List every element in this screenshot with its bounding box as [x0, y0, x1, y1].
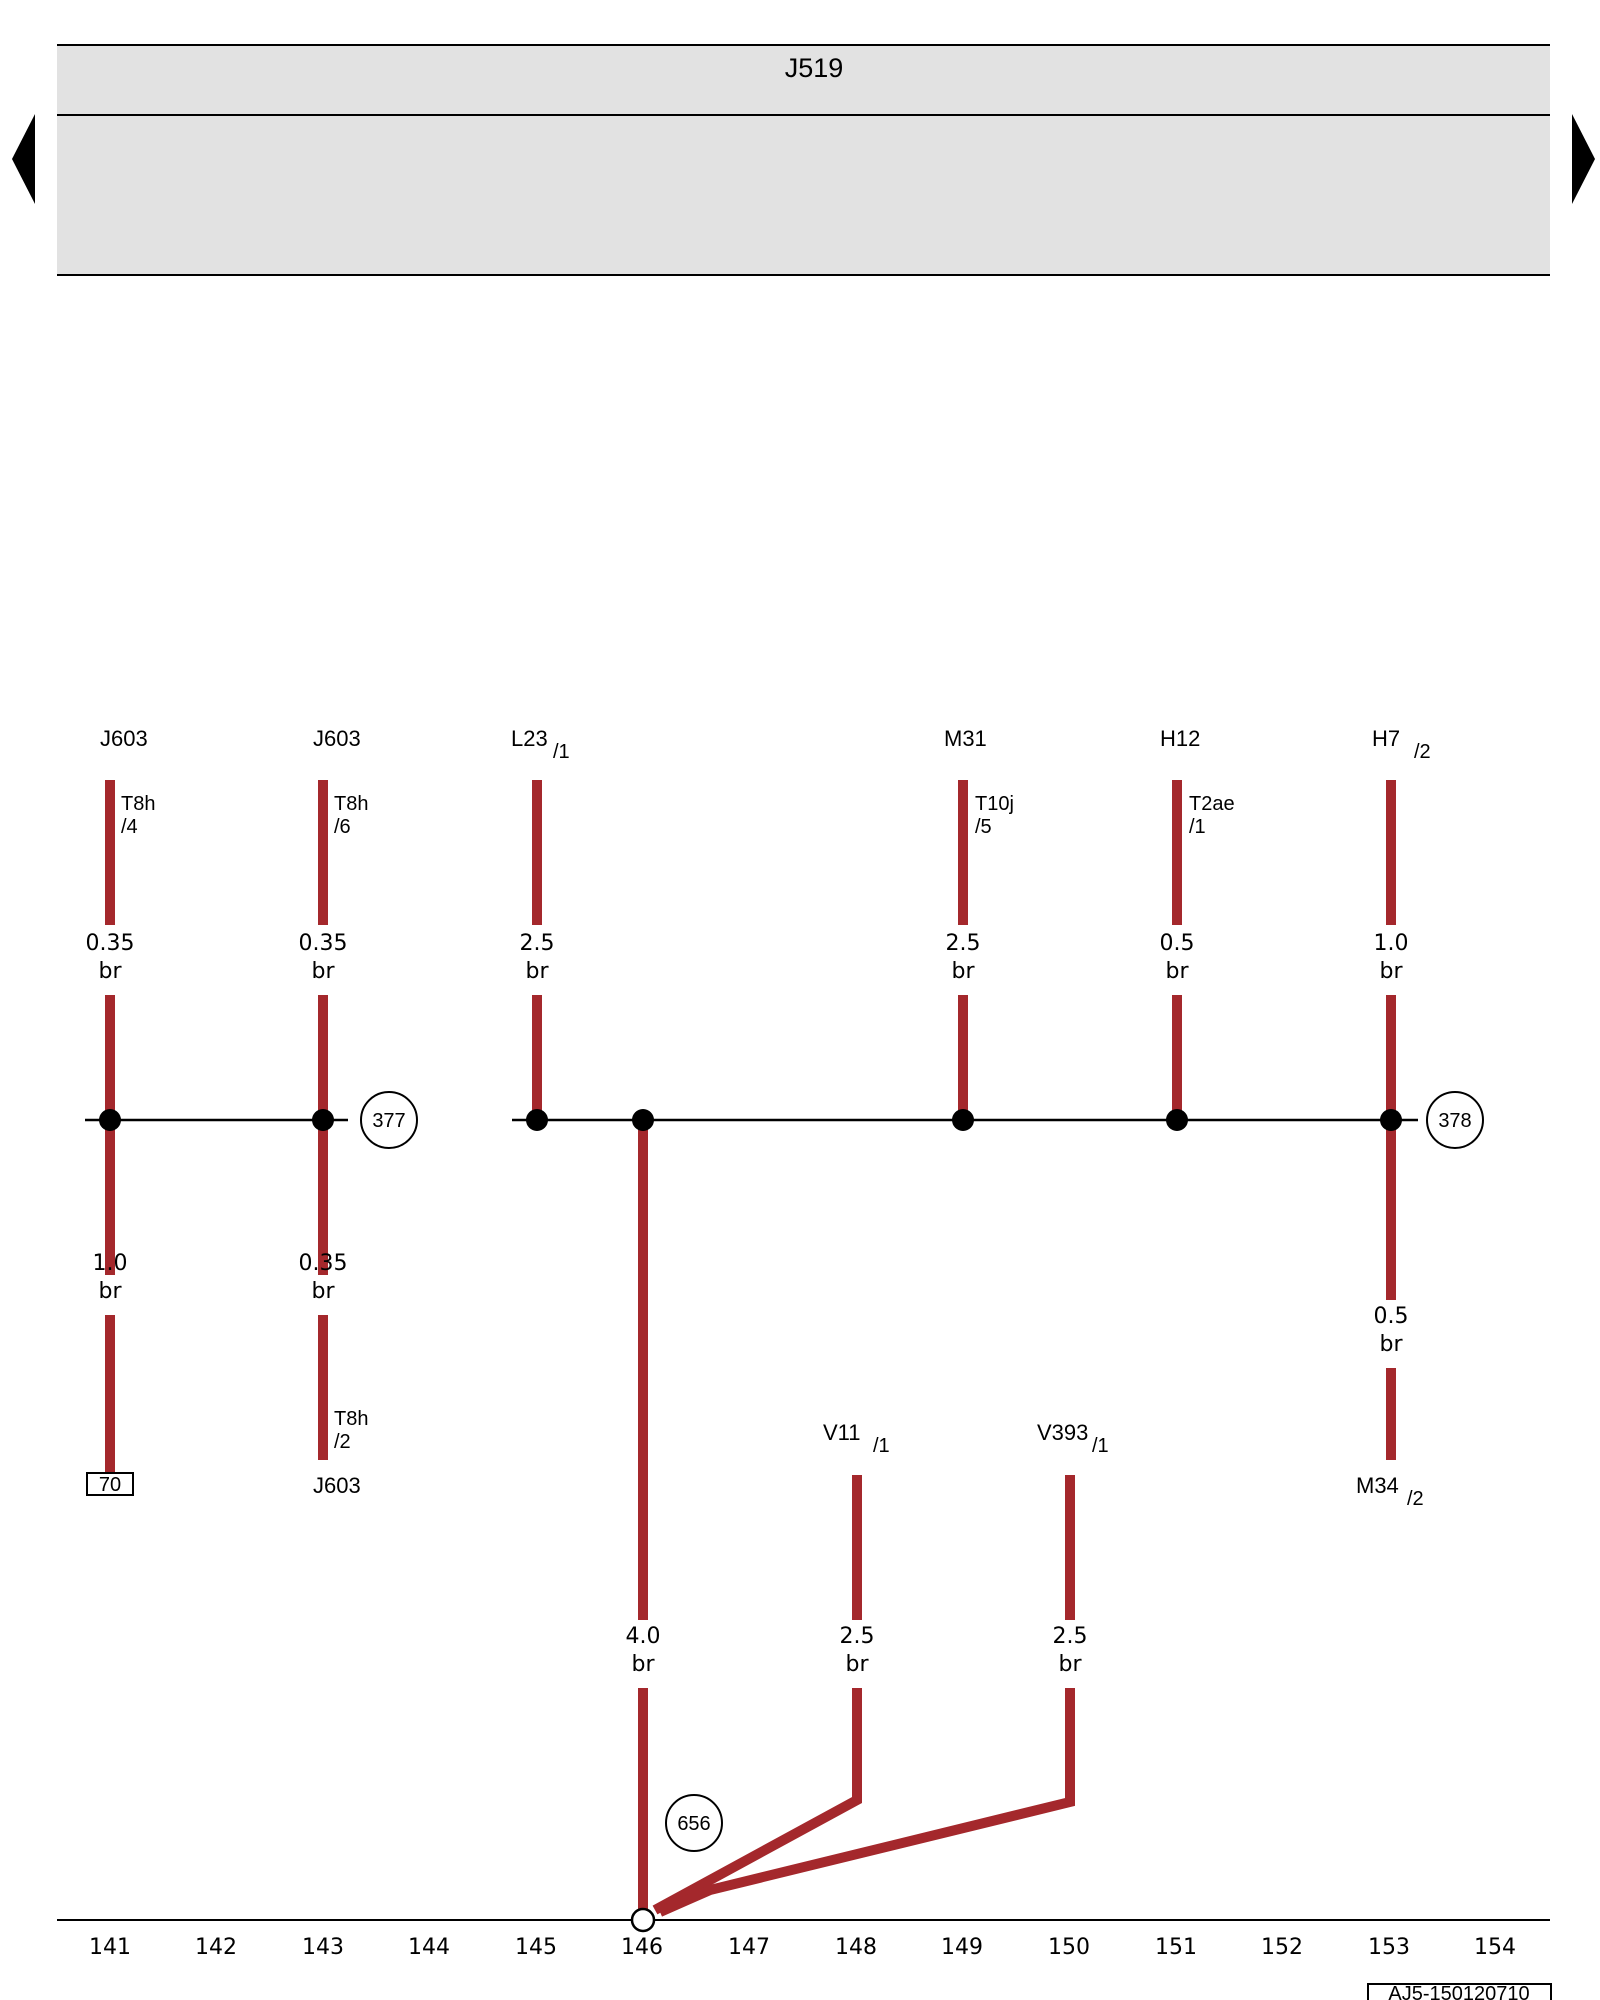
- column-number: 149: [941, 1935, 983, 1960]
- triangle-left-icon[interactable]: [12, 114, 35, 204]
- column-number: 150: [1048, 1935, 1090, 1960]
- wire-148-lower: [652, 1688, 862, 1915]
- triangle-right-icon[interactable]: [1572, 114, 1595, 204]
- column-number: 151: [1155, 1935, 1197, 1960]
- column-number: 141: [89, 1935, 131, 1960]
- wire-size-145-top: 2.5: [520, 931, 555, 956]
- diagram-code-box: AJ5-150120710: [1367, 1983, 1552, 2000]
- column-number: 153: [1368, 1935, 1410, 1960]
- pin-label-m34: /2: [1407, 1488, 1424, 1510]
- column-number: 148: [835, 1935, 877, 1960]
- component-label-h12: H12: [1160, 726, 1200, 751]
- connector-label-t10j: T10j: [975, 793, 1014, 815]
- wire-size-151-top: 0.5: [1160, 931, 1195, 956]
- connector-label-t8h-a: T8h: [121, 793, 155, 815]
- wire-size-146: 4.0: [626, 1624, 661, 1649]
- wire-color-150: br: [1058, 1652, 1082, 1677]
- component-label-j603-b: J603: [313, 726, 361, 751]
- connector-label-t8h-c: T8h: [334, 1408, 368, 1430]
- wire-color-153-bot: br: [1379, 1332, 1403, 1357]
- column-number: 142: [195, 1935, 237, 1960]
- component-label-m34: M34: [1356, 1473, 1399, 1498]
- junction-dots: [99, 1109, 1402, 1131]
- wire-color-143-top: br: [311, 959, 335, 984]
- wire-size-150: 2.5: [1053, 1624, 1088, 1649]
- wire-color-153-top: br: [1379, 959, 1403, 984]
- pin-label-v393: /1: [1092, 1435, 1109, 1457]
- wire-color-151-top: br: [1165, 959, 1189, 984]
- wire-group: [105, 780, 1396, 1917]
- wire-color-146: br: [631, 1652, 655, 1677]
- pin-label-v11: /1: [873, 1435, 890, 1457]
- component-label-j603-a: J603: [100, 726, 148, 751]
- ground-point-378-label: 378: [1438, 1110, 1471, 1132]
- component-label-l23: L23: [511, 726, 548, 751]
- diagram-code-label: AJ5-150120710: [1388, 1983, 1529, 2000]
- pin-label-l23: /1: [553, 741, 570, 763]
- ground-connection-point: [630, 1907, 656, 1933]
- wire-color-149-top: br: [951, 959, 975, 984]
- connector-label-t2ae: T2ae: [1189, 793, 1235, 815]
- wire-color-148: br: [845, 1652, 869, 1677]
- column-number: 143: [302, 1935, 344, 1960]
- pin-label-h7: /2: [1414, 741, 1431, 763]
- column-number: 145: [515, 1935, 557, 1960]
- wire-size-153-bot: 0.5: [1374, 1304, 1409, 1329]
- connector-label-t8h-b: T8h: [334, 793, 368, 815]
- component-label-h7: H7: [1372, 726, 1400, 751]
- wire-size-141-bot: 1.0: [93, 1251, 128, 1276]
- component-label-v11: V11: [823, 1420, 861, 1445]
- wire-size-143-bot: 0.35: [299, 1251, 348, 1276]
- wire-labels: 0.35 br 0.35 br 2.5 br 2.5 br 0.5 br 1.0…: [86, 931, 1409, 1677]
- control-unit-label: J519: [785, 53, 844, 83]
- column-number: 147: [728, 1935, 770, 1960]
- column-number: 154: [1474, 1935, 1516, 1960]
- column-number: 146: [621, 1935, 663, 1960]
- wire-size-153-top: 1.0: [1374, 931, 1409, 956]
- wire-size-143-top: 0.35: [299, 931, 348, 956]
- junction-dot: [526, 1109, 548, 1131]
- junction-dot: [312, 1109, 334, 1131]
- reference-box-70-label: 70: [99, 1474, 121, 1496]
- component-label-v393: V393: [1037, 1420, 1088, 1445]
- wire-color-141-bot: br: [98, 1279, 122, 1304]
- pin-label-t8h-c: /2: [334, 1431, 351, 1453]
- wire-150-lower: [657, 1688, 1075, 1917]
- ground-point-656-label: 656: [677, 1813, 710, 1835]
- junction-dot: [99, 1109, 121, 1131]
- junction-dot: [1166, 1109, 1188, 1131]
- junction-dot: [952, 1109, 974, 1131]
- ground-point-377-label: 377: [372, 1110, 405, 1132]
- component-label-j603-c: J603: [313, 1473, 361, 1498]
- pin-label-t8h-b: /6: [334, 816, 351, 838]
- ground-point-377[interactable]: 377: [360, 1091, 418, 1149]
- ground-point-378[interactable]: 378: [1426, 1091, 1484, 1149]
- junction-dot: [632, 1109, 654, 1131]
- ground-point-656[interactable]: 656: [665, 1794, 723, 1852]
- control-unit-panel: J519: [57, 44, 1550, 276]
- column-number: 152: [1261, 1935, 1303, 1960]
- pin-label-t8h-a: /4: [121, 816, 138, 838]
- component-label-m31: M31: [944, 726, 987, 751]
- wire-size-148: 2.5: [840, 1624, 875, 1649]
- junction-dot: [1380, 1109, 1402, 1131]
- column-number: 144: [408, 1935, 450, 1960]
- pin-label-t2ae: /1: [1189, 816, 1206, 838]
- reference-box-70[interactable]: 70: [86, 1472, 134, 1496]
- wire-size-149-top: 2.5: [946, 931, 981, 956]
- wire-color-143-bot: br: [311, 1279, 335, 1304]
- pin-label-t10j: /5: [975, 816, 992, 838]
- wire-color-141-top: br: [98, 959, 122, 984]
- column-numbers: 141 142 143 144 145 146 147 148 149 150 …: [89, 1935, 1516, 1960]
- wire-size-141-top: 0.35: [86, 931, 135, 956]
- wire-color-145-top: br: [525, 959, 549, 984]
